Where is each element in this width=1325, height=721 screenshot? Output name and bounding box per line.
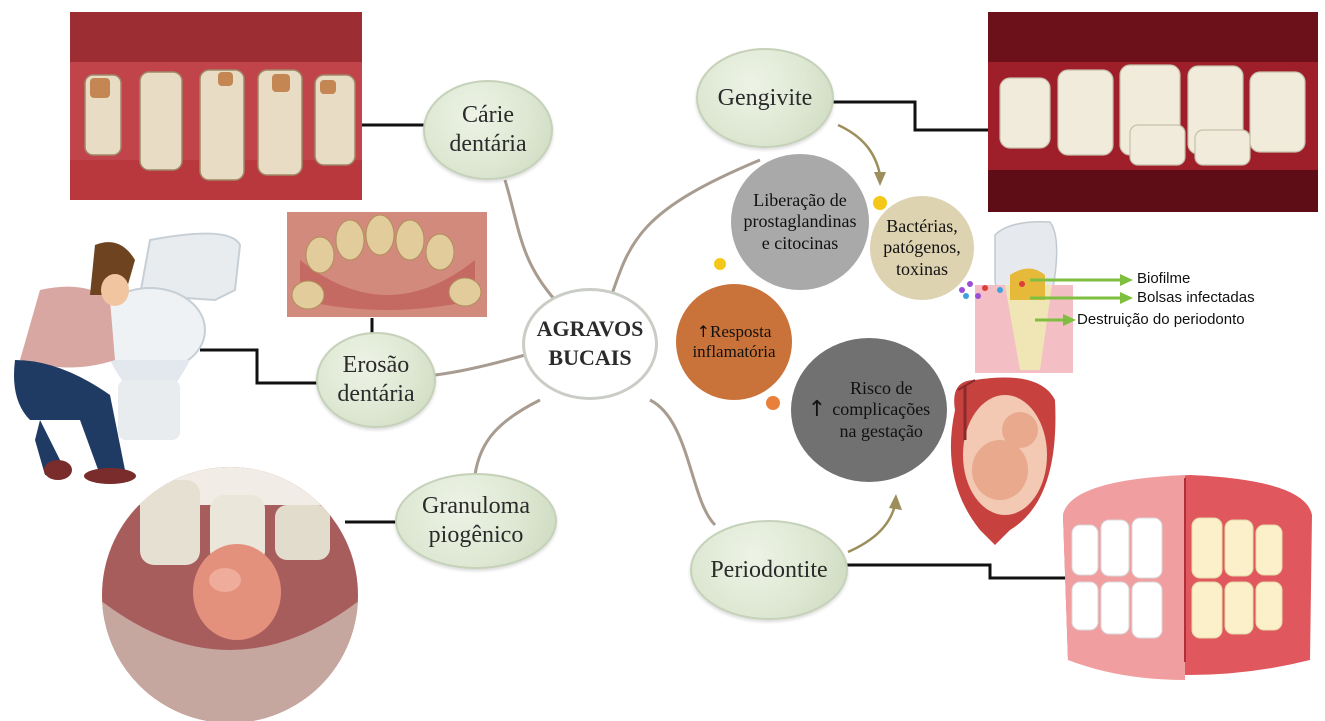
topic-carie-dentaria: Cárie dentária <box>423 80 553 180</box>
carie-line1: Cárie <box>449 101 526 130</box>
gengivite-label: Gengivite <box>718 84 813 113</box>
label-destruicao-periodonto: Destruição do periodonto <box>1077 311 1245 328</box>
center-line1: AGRAVOS <box>537 315 644 344</box>
connector-erosao <box>435 355 525 375</box>
dot-yellow-2 <box>714 258 726 270</box>
bacterias-line2: patógenos, <box>883 237 960 259</box>
topic-granuloma-piogenico: Granuloma piogênico <box>395 473 557 569</box>
erosion-photo <box>287 212 487 317</box>
liberacao-line3: e citocinas <box>744 233 857 255</box>
leader-periodontite <box>845 565 1065 578</box>
bacterias-line1: Bactérias, <box>883 216 960 238</box>
liberacao-line1: Liberação de <box>744 190 857 212</box>
effect-liberacao: Liberação de prostaglandinas e citocinas <box>731 154 869 290</box>
risco-line1: Risco de <box>832 378 930 400</box>
resposta-line2: inflamatória <box>692 342 775 362</box>
liberacao-line2: prostaglandinas <box>744 211 857 233</box>
erosao-line2: dentária <box>337 380 414 409</box>
carie-line2: dentária <box>449 130 526 159</box>
effect-resposta-inflamatoria: ↑Resposta inflamatória <box>676 284 792 400</box>
periodontite-label: Periodontite <box>710 556 827 585</box>
topic-gengivite: Gengivite <box>696 48 834 148</box>
bacterias-line3: toxinas <box>883 259 960 281</box>
dot-orange <box>766 396 780 410</box>
effect-bacterias: Bactérias, patógenos, toxinas <box>870 196 974 300</box>
up-arrow-icon: ↑ <box>808 397 826 423</box>
arrow-head-gestacao <box>889 494 902 510</box>
effect-risco-gestacao: ↑ Risco de complicações na gestação <box>791 338 947 482</box>
leader-gengivite <box>830 102 988 130</box>
topic-erosao-dentaria: Erosão dentária <box>316 332 436 428</box>
connector-periodontite <box>650 400 715 525</box>
teeth-comparison-illustration <box>1063 475 1312 680</box>
arrow-periodontite-gestacao <box>848 505 895 552</box>
granuloma-line2: piogênico <box>422 521 530 550</box>
center-line2: BUCAIS <box>537 344 644 373</box>
granuloma-photo <box>100 465 360 721</box>
leader-erosao <box>200 350 318 383</box>
risco-line2: complicações <box>832 399 930 421</box>
label-bolsas-infectadas: Bolsas infectadas <box>1137 289 1255 306</box>
topic-periodontite: Periodontite <box>690 520 848 620</box>
erosao-line1: Erosão <box>337 351 414 380</box>
gingivitis-photo <box>988 12 1318 212</box>
connector-granuloma <box>475 400 540 475</box>
uterus-fetus-illustration <box>951 378 1056 546</box>
label-biofilme: Biofilme <box>1137 270 1190 287</box>
caries-photo <box>70 12 362 200</box>
connector-carie <box>505 180 555 300</box>
arrow-head-bacterias <box>874 172 886 186</box>
arrow-gengivite-bacterias <box>838 125 880 175</box>
resposta-line1: Resposta <box>710 322 771 341</box>
risco-line3: na gestação <box>832 421 930 443</box>
dot-yellow-1 <box>873 196 887 210</box>
vomiting-woman-illustration <box>14 234 240 484</box>
center-node-agravos-bucais: AGRAVOS BUCAIS <box>522 288 658 400</box>
up-arrow-icon: ↑ <box>697 322 710 341</box>
granuloma-line1: Granuloma <box>422 492 530 521</box>
